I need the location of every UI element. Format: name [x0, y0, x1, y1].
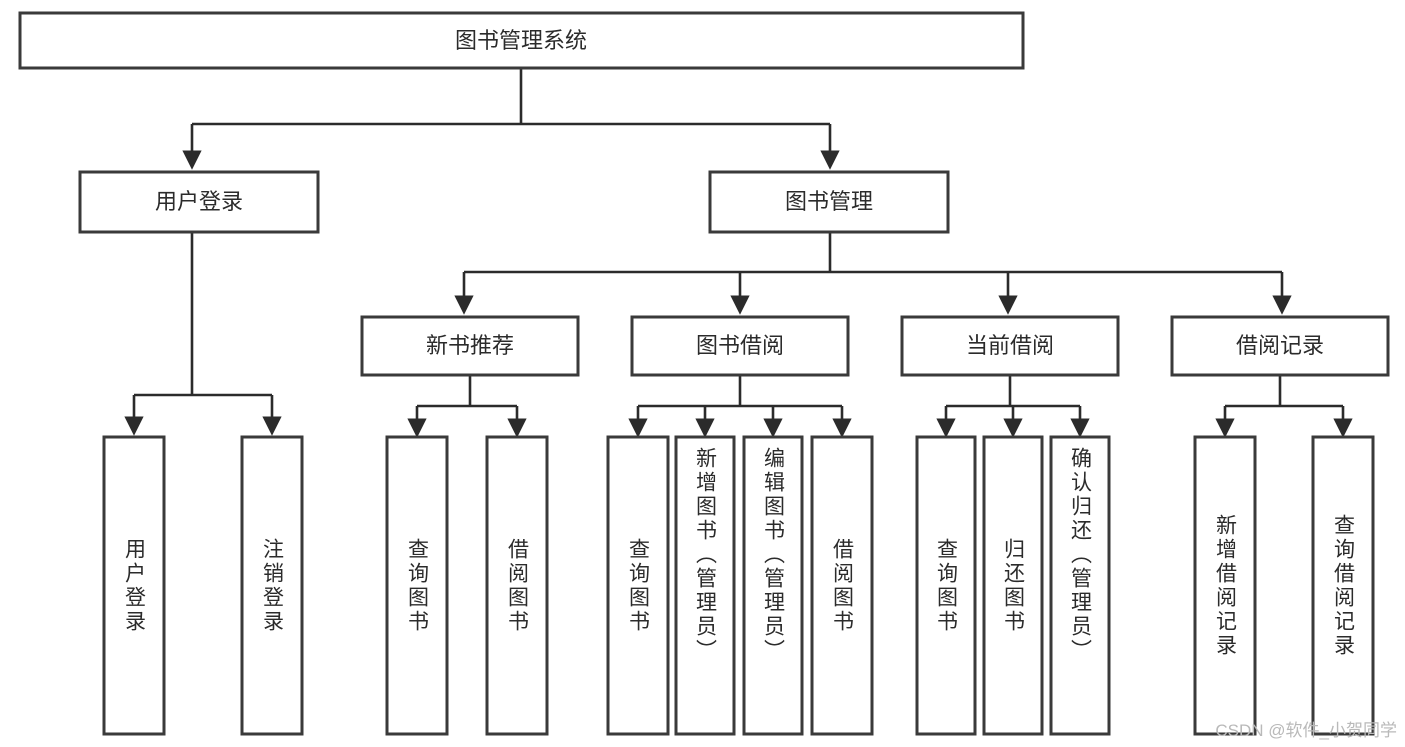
node-new-book-recommend-box[interactable] — [360, 315, 580, 377]
node-leaf-add-borrow-record-box[interactable] — [1193, 435, 1257, 736]
node-leaf-query-book-3-box[interactable] — [915, 435, 977, 736]
node-borrow-records-label: 借阅记录 — [1236, 333, 1324, 358]
node-leaf-user-login-box[interactable] — [102, 435, 166, 736]
node-book-borrow-box[interactable] — [630, 315, 850, 377]
node-new-book-recommend-label: 新书推荐 — [426, 333, 514, 358]
watermark-text: CSDN @软件_小贺同学 — [1215, 721, 1397, 740]
connector-new-book-to-leaves — [407, 375, 527, 438]
node-current-borrow[interactable]: 当前借阅 — [900, 315, 1120, 377]
node-book-borrow[interactable]: 图书借阅 — [630, 315, 850, 377]
node-book-manage[interactable]: 图书管理 — [708, 170, 950, 234]
node-user-login-box[interactable] — [78, 170, 320, 234]
node-leaf-query-book-2-box[interactable] — [606, 435, 670, 736]
node-current-borrow-box[interactable] — [900, 315, 1120, 377]
node-user-login-label: 用户登录 — [155, 189, 243, 214]
node-root-label: 图书管理系统 — [455, 28, 587, 53]
node-book-borrow-label: 图书借阅 — [696, 333, 784, 358]
node-leaf-confirm-return-admin-box[interactable] — [1049, 435, 1111, 736]
node-leaf-borrow-book-1-box[interactable] — [485, 435, 549, 736]
node-user-login[interactable]: 用户登录 — [78, 170, 320, 234]
node-book-manage-label: 图书管理 — [785, 189, 873, 214]
connector-borrow-records-to-leaves — [1215, 375, 1353, 438]
node-leaf-borrow-book-2-box[interactable] — [810, 435, 874, 736]
node-leaf-user-logout-box[interactable] — [240, 435, 304, 736]
node-root-box[interactable] — [18, 11, 1025, 70]
node-root[interactable]: 图书管理系统 — [18, 11, 1025, 70]
node-current-borrow-label: 当前借阅 — [966, 333, 1054, 358]
connector-book-borrow-to-leaves — [628, 375, 852, 438]
connector-book-manage-to-level3 — [454, 232, 1292, 315]
node-leaf-add-book-admin-box[interactable] — [674, 435, 736, 736]
node-borrow-records-box[interactable] — [1170, 315, 1390, 377]
connector-current-borrow-to-leaves — [936, 375, 1090, 438]
node-leaf-return-book-box[interactable] — [982, 435, 1044, 736]
node-borrow-records[interactable]: 借阅记录 — [1170, 315, 1390, 377]
node-leaf-query-borrow-record-box[interactable] — [1311, 435, 1375, 736]
node-book-manage-box[interactable] — [708, 170, 950, 234]
connector-root-to-level2 — [182, 68, 840, 170]
connector-user-login-to-leaves — [124, 232, 282, 436]
node-new-book-recommend[interactable]: 新书推荐 — [360, 315, 580, 377]
node-leaf-query-book-1-box[interactable] — [385, 435, 449, 736]
node-leaf-edit-book-admin-box[interactable] — [742, 435, 804, 736]
